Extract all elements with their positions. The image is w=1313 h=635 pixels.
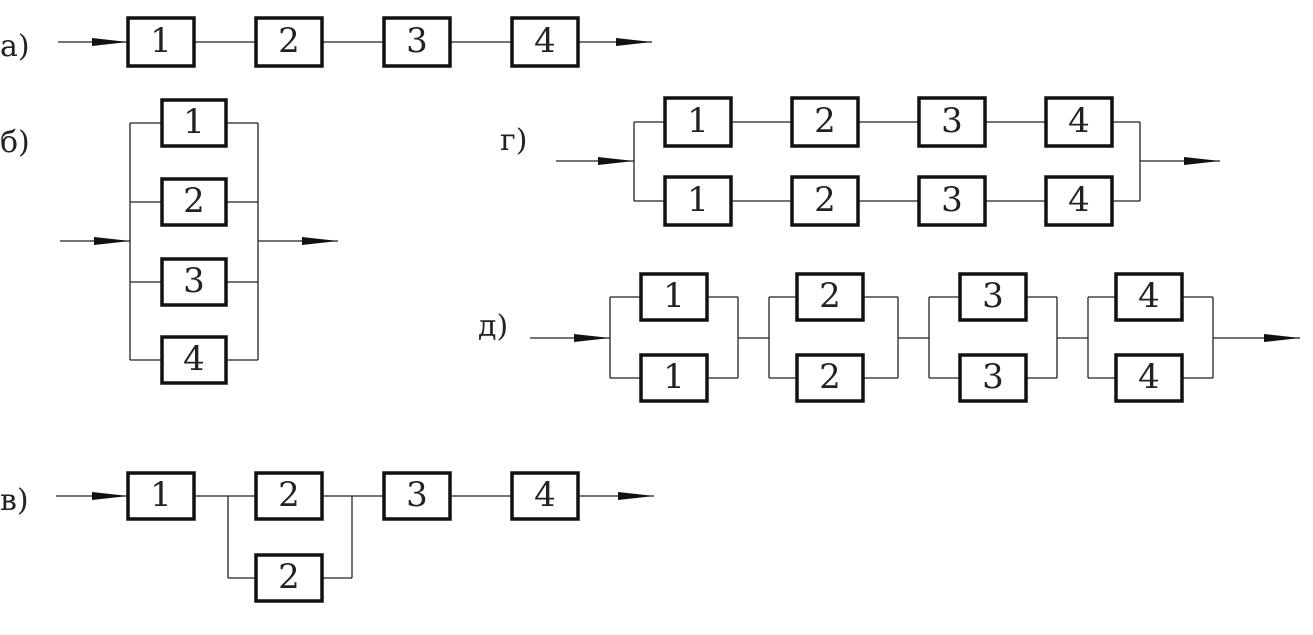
block-bottom-4: 4 (1114, 353, 1184, 403)
block-4: 4 (510, 16, 580, 68)
diagram-d-label: д) (478, 309, 508, 344)
svg-text:1: 1 (663, 357, 685, 397)
diagram-g-parallel-chains: г) 1 2 3 4 1 2 3 4 (500, 96, 1220, 227)
block-top-2: 2 (795, 272, 865, 322)
block-3: 3 (160, 257, 228, 307)
svg-text:4: 4 (534, 21, 556, 61)
svg-text:3: 3 (941, 180, 963, 220)
svg-text:4: 4 (1138, 357, 1160, 397)
output-arrow (302, 237, 338, 245)
block-3: 3 (382, 471, 452, 521)
svg-text:4: 4 (1138, 276, 1160, 316)
block-2: 2 (160, 177, 228, 227)
diagram-v-mixed: в) 1 2 2 3 4 (0, 471, 654, 603)
svg-text:1: 1 (150, 21, 172, 61)
diagram-g-label: г) (500, 123, 527, 158)
block-top-1: 1 (639, 272, 709, 322)
svg-text:4: 4 (534, 475, 556, 515)
block-1: 1 (126, 16, 196, 68)
svg-text:2: 2 (278, 557, 300, 597)
block-2-bottom: 2 (254, 553, 324, 603)
block-top-4: 4 (1114, 272, 1184, 322)
svg-text:1: 1 (150, 475, 172, 515)
block-bottom-3: 3 (917, 175, 987, 227)
block-1: 1 (126, 471, 196, 521)
svg-text:2: 2 (819, 276, 841, 316)
block-bottom-2: 2 (790, 175, 860, 227)
svg-text:2: 2 (278, 475, 300, 515)
block-bottom-1: 1 (639, 353, 709, 403)
svg-text:2: 2 (278, 21, 300, 61)
block-3: 3 (382, 16, 452, 68)
block-top-3: 3 (917, 96, 987, 148)
svg-text:1: 1 (663, 276, 685, 316)
svg-text:3: 3 (982, 276, 1004, 316)
svg-text:2: 2 (814, 180, 836, 220)
block-top-2: 2 (790, 96, 860, 148)
block-2-top: 2 (254, 471, 324, 521)
svg-text:4: 4 (1068, 180, 1090, 220)
input-arrow (92, 492, 128, 500)
svg-text:3: 3 (406, 475, 428, 515)
diagram-b-label: б) (0, 125, 30, 160)
block-4: 4 (160, 335, 228, 385)
input-arrow (92, 38, 128, 46)
diagram-a-series: а) 1 2 3 4 (0, 16, 652, 68)
diagram-b-parallel: б) 1 2 3 4 (0, 98, 338, 385)
diagram-v-label: в) (0, 483, 29, 518)
svg-text:3: 3 (406, 21, 428, 61)
svg-text:1: 1 (183, 102, 205, 142)
svg-text:2: 2 (814, 101, 836, 141)
output-arrow (618, 492, 654, 500)
svg-text:1: 1 (687, 101, 709, 141)
block-2: 2 (254, 16, 324, 68)
svg-text:2: 2 (819, 357, 841, 397)
output-arrow (1264, 334, 1300, 342)
svg-text:2: 2 (183, 181, 205, 221)
block-top-3: 3 (958, 272, 1028, 322)
svg-text:3: 3 (982, 357, 1004, 397)
block-bottom-4: 4 (1044, 175, 1114, 227)
diagram-a-label: а) (0, 29, 30, 64)
svg-text:4: 4 (183, 339, 205, 379)
block-bottom-3: 3 (958, 353, 1028, 403)
svg-text:3: 3 (183, 261, 205, 301)
block-1: 1 (160, 98, 228, 148)
input-arrow (94, 237, 130, 245)
input-arrow (574, 334, 610, 342)
block-bottom-2: 2 (795, 353, 865, 403)
block-4: 4 (510, 471, 580, 521)
svg-text:3: 3 (941, 101, 963, 141)
output-arrow (616, 38, 652, 46)
block-bottom-1: 1 (663, 175, 733, 227)
input-arrow (598, 157, 634, 165)
block-top-1: 1 (663, 96, 733, 148)
svg-text:4: 4 (1068, 101, 1090, 141)
diagram-d-element-redundancy: д) 1 1 2 2 3 3 4 4 (478, 272, 1300, 403)
output-arrow (1184, 157, 1220, 165)
block-top-4: 4 (1044, 96, 1114, 148)
svg-text:1: 1 (687, 180, 709, 220)
